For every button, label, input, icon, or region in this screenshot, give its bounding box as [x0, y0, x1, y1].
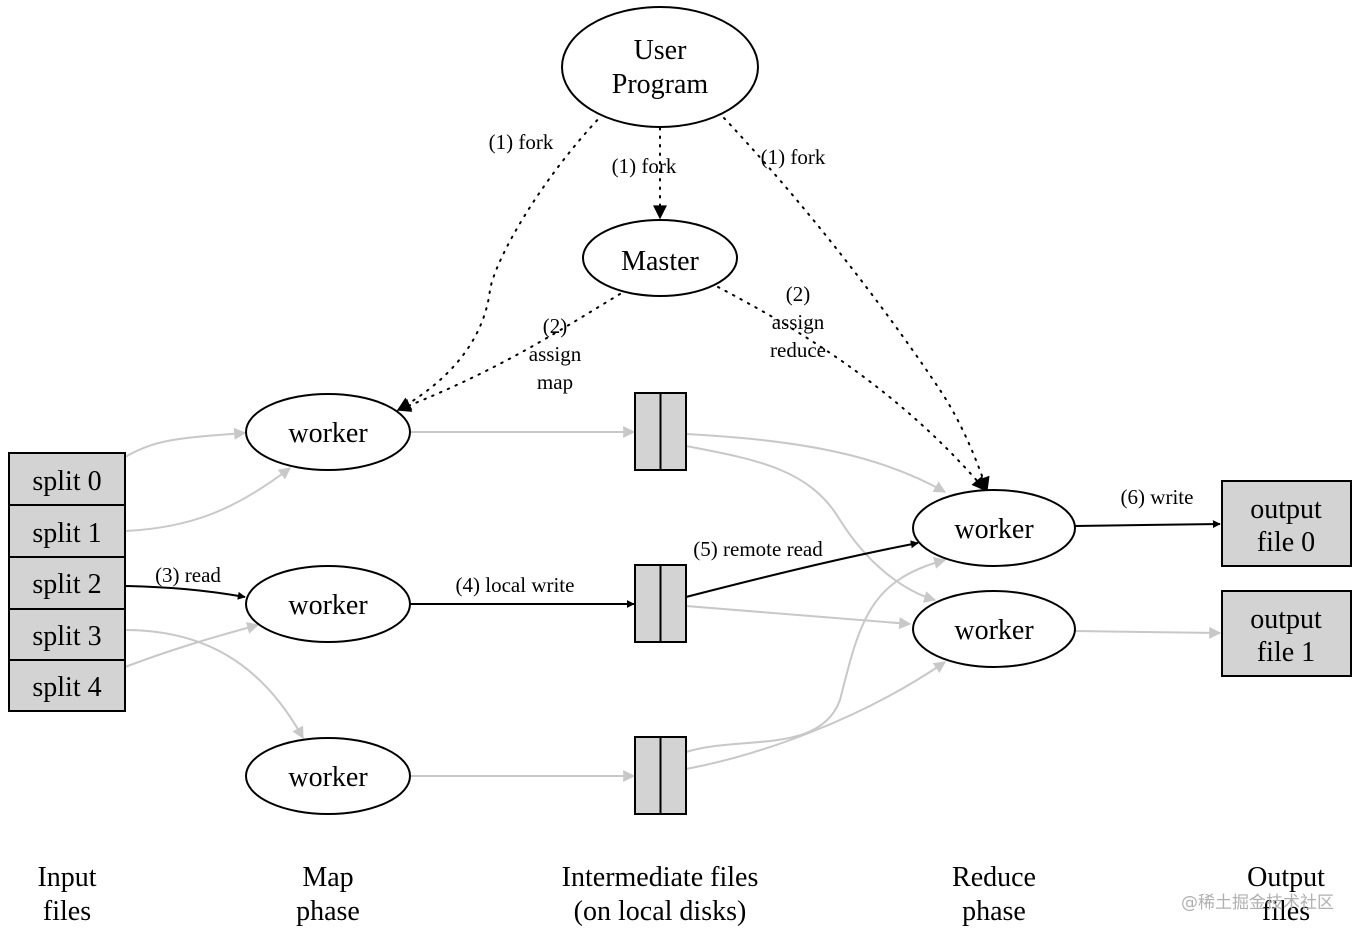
- reduce-worker-2-label: worker: [954, 615, 1034, 646]
- watermark: @稀土掘金技术社区: [1181, 893, 1334, 913]
- split-4-label: split 4: [32, 672, 101, 703]
- fork-edge-to-reduce-worker: [723, 117, 990, 492]
- edge-split0-worker1: [124, 427, 247, 458]
- phase-intermediate-line1: Intermediate files: [562, 862, 759, 893]
- label-assign-reduce-3: reduce: [770, 338, 826, 362]
- split-0-label: split 0: [32, 466, 101, 497]
- label-write: (6) write: [1121, 485, 1194, 509]
- assign-map-edge: [396, 293, 621, 412]
- map-worker-1: worker: [245, 393, 411, 471]
- phase-output-line2: files: [1262, 896, 1310, 927]
- output-file-1-line1: output: [1250, 604, 1322, 635]
- output-file-0-line2: file 0: [1257, 527, 1315, 558]
- label-local-write: (4) local write: [456, 573, 575, 597]
- user-program-line2: Program: [612, 69, 709, 100]
- label-fork-center: (1) fork: [612, 154, 677, 178]
- phase-map-line2: phase: [296, 896, 360, 927]
- phase-reduce-line1: Reduce: [952, 862, 1036, 893]
- edge-labels: (1) fork (1) fork (1) fork (2) assign ma…: [155, 130, 1193, 597]
- edge-file2-reducer2: [685, 605, 912, 630]
- input-splits: split 0 split 1 split 2 split 3 split 4: [8, 452, 126, 712]
- edge-file1-reducer1: [685, 433, 947, 493]
- edge-reducer2-output1: [1074, 626, 1222, 639]
- label-assign-reduce-2: assign: [772, 310, 825, 334]
- edge-file3-reducer1: [685, 556, 947, 753]
- map-worker-2-label: worker: [288, 590, 368, 621]
- split-3-label: split 3: [32, 621, 101, 652]
- edge-split4-worker2: [124, 622, 260, 668]
- edge-split3-worker3: [124, 629, 304, 740]
- edge-file1-reducer2: [685, 445, 937, 603]
- phase-map-line1: Map: [302, 862, 353, 893]
- label-remote-read: (5) remote read: [693, 537, 823, 561]
- write-edge: [1074, 520, 1221, 529]
- fork-edges: [396, 113, 990, 492]
- split-2-label: split 2: [32, 569, 101, 600]
- map-worker-3: worker: [245, 737, 411, 815]
- map-worker-2: worker: [245, 565, 411, 643]
- remote-read-edge: [685, 540, 919, 598]
- reduce-worker-2: worker: [912, 590, 1076, 668]
- phase-output-line1: Output: [1247, 862, 1325, 893]
- label-assign-map-2: assign: [529, 342, 582, 366]
- output-file-1-line2: file 1: [1257, 637, 1315, 668]
- phase-input-line1: Input: [37, 862, 96, 893]
- intermediate-file-1: [634, 392, 687, 471]
- master-label: Master: [621, 246, 699, 277]
- label-assign-map-1: (2): [543, 314, 568, 338]
- edge-file3-reducer2: [685, 661, 946, 770]
- highlighted-data-edges: [124, 520, 1221, 608]
- label-assign-map-3: map: [537, 370, 573, 394]
- reduce-worker-1-label: worker: [954, 514, 1034, 545]
- map-worker-1-label: worker: [288, 418, 368, 449]
- intermediate-file-2: [634, 564, 687, 643]
- label-assign-reduce-1: (2): [786, 282, 811, 306]
- user-program-node: User Program: [561, 6, 759, 128]
- fork-edge-to-map-worker: [396, 113, 604, 411]
- split-1-label: split 1: [32, 518, 101, 549]
- master-node: Master: [582, 219, 738, 297]
- output-file-0: output file 0: [1221, 480, 1352, 567]
- output-file-1: output file 1: [1221, 590, 1352, 677]
- intermediate-file-3: [634, 736, 687, 815]
- phase-intermediate-line2: (on local disks): [574, 896, 747, 927]
- label-fork-left: (1) fork: [489, 130, 554, 154]
- edge-split1-worker1: [124, 467, 291, 532]
- map-worker-3-label: worker: [288, 762, 368, 793]
- phase-labels: Input files Map phase Intermediate files…: [37, 862, 1325, 927]
- phase-reduce-line2: phase: [962, 896, 1026, 927]
- output-file-0-line1: output: [1250, 494, 1322, 525]
- label-fork-right: (1) fork: [761, 145, 826, 169]
- reduce-worker-1: worker: [912, 489, 1076, 567]
- user-program-line1: User: [634, 35, 688, 66]
- read-edge: [124, 585, 246, 600]
- phase-input-line2: files: [43, 896, 91, 927]
- faded-data-edges: [124, 426, 1222, 782]
- label-read: (3) read: [155, 563, 221, 587]
- assign-reduce-edge: [717, 286, 986, 492]
